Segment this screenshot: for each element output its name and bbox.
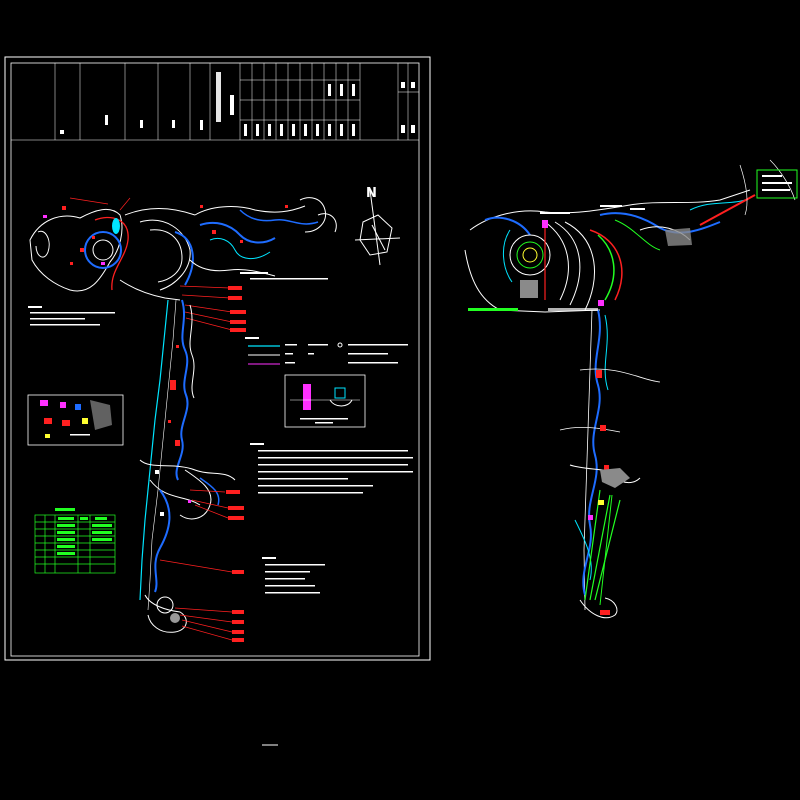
inset-detail-map: [27, 394, 124, 446]
secondary-notes: [262, 557, 325, 594]
upper-leader-tags: [228, 286, 246, 332]
left-sheet-outer-frame: [4, 56, 431, 661]
title-block-markings: [60, 72, 415, 136]
title-block: [11, 63, 419, 141]
corridor-features: [155, 345, 191, 623]
right-sheet-inset-box: [756, 169, 798, 199]
left-sheet: N: [4, 56, 431, 661]
legend: [245, 337, 408, 365]
upper-leader-lines: [69, 197, 233, 331]
lower-leader-lines: [159, 489, 233, 641]
lower-leader-tags: [226, 490, 244, 642]
detail-box: [284, 374, 366, 428]
schedule-table-cells: [55, 508, 112, 555]
general-notes: [250, 443, 413, 494]
upper-park-highlights: [43, 205, 288, 265]
upper-park-plan: [29, 197, 337, 301]
north-arrow: [354, 189, 401, 266]
left-sheet-inner-frame: [10, 62, 420, 657]
right-sheet-highlights: [468, 205, 692, 615]
north-arrow-letter: N: [366, 186, 377, 201]
schedule-table: [34, 514, 116, 574]
notes-block-upper: [28, 306, 115, 326]
main-corridor: [139, 299, 236, 633]
notes-block-right: [240, 272, 328, 280]
right-sheet: [464, 159, 796, 619]
